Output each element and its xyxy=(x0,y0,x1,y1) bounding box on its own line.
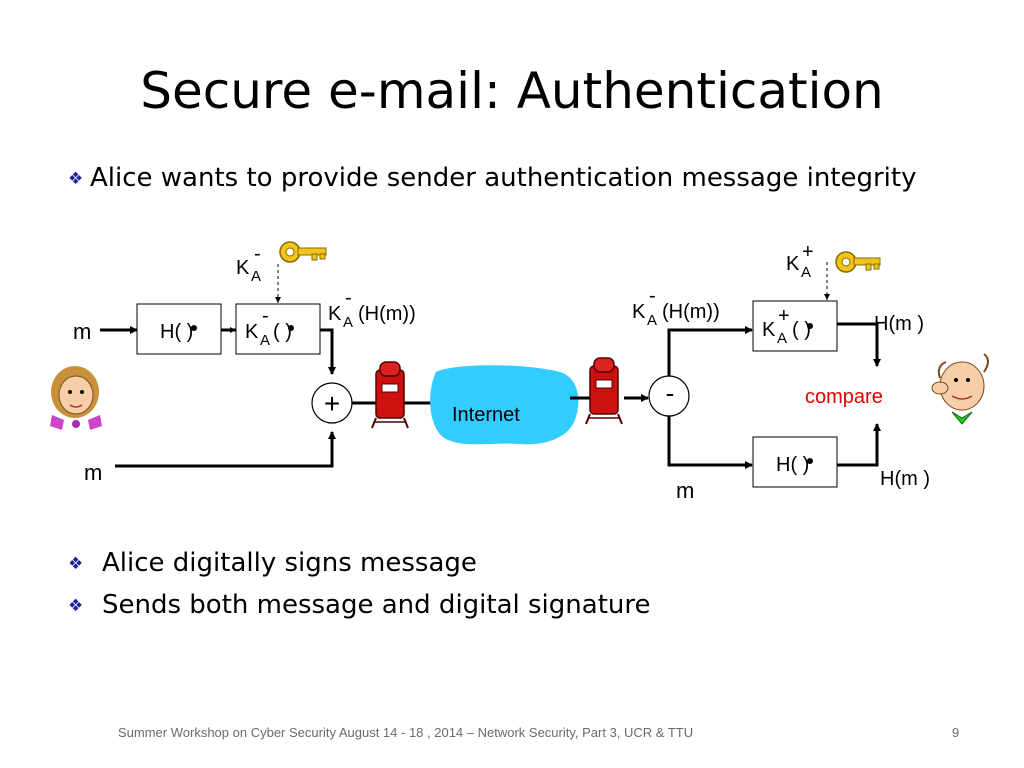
signed-hash-label-left: K xyxy=(328,303,342,325)
mailbox-icon xyxy=(371,361,409,429)
internet-cloud: Internet xyxy=(430,365,579,445)
signed-hash-left-paren: (H(m)) xyxy=(358,303,416,325)
hash-box-bob: H( ) xyxy=(752,436,838,488)
svg-text:A: A xyxy=(260,332,270,349)
svg-text:H( ): H( ) xyxy=(776,454,809,476)
m-label-right: m xyxy=(676,478,694,503)
hash-box-alice: H( ) xyxy=(136,303,222,355)
signed-hash-right-paren: (H(m)) xyxy=(662,301,720,323)
signed-hash-right-sup: - xyxy=(649,285,656,307)
svg-text:A: A xyxy=(777,330,787,347)
diamond-bullet-icon: ❖ xyxy=(68,169,84,189)
page-number: 9 xyxy=(952,725,960,740)
svg-text:K: K xyxy=(245,321,259,343)
signed-hash-left-sub: A xyxy=(343,314,353,331)
bullet-3-text: Sends both message and digital signature xyxy=(102,590,651,620)
diamond-bullet-icon: ❖ xyxy=(68,554,84,574)
slide-title: Secure e-mail: Authentication xyxy=(140,62,884,120)
private-key-icon xyxy=(279,241,327,263)
svg-text:( ): ( ) xyxy=(792,319,811,341)
bullet-1: ❖ Alice wants to provide sender authentic… xyxy=(68,163,917,193)
private-key-sign-box: K A - ( ) xyxy=(235,303,321,355)
bullet-1-text: Alice wants to provide sender authentica… xyxy=(90,163,917,193)
concatenate-symbol: + xyxy=(311,382,353,424)
m-label-bottom: m xyxy=(84,460,102,485)
private-key-sub: A xyxy=(251,268,261,285)
diamond-bullet-icon: ❖ xyxy=(68,596,84,616)
public-key-verify-box: K A + ( ) xyxy=(752,300,838,352)
bullet-2: ❖ Alice digitally signs message xyxy=(68,548,477,578)
h-m-label-top: H(m ) xyxy=(874,313,924,335)
signed-hash-label-right: K xyxy=(632,301,646,323)
signed-hash-right-sub: A xyxy=(647,312,657,329)
private-key-sup: - xyxy=(254,243,261,265)
h-m-label-bottom: H(m ) xyxy=(880,468,930,490)
public-key-sub: A xyxy=(801,264,811,281)
compare-label: compare xyxy=(805,386,883,408)
public-key-sup: + xyxy=(802,241,814,263)
alice-icon xyxy=(50,366,102,430)
svg-text:-: - xyxy=(666,378,675,408)
bullet-2-text: Alice digitally signs message xyxy=(102,548,477,578)
bob-icon xyxy=(931,353,989,425)
m-label-top: m xyxy=(73,319,91,344)
svg-text:+: + xyxy=(324,388,340,419)
bullet-3: ❖ Sends both message and digital signatur… xyxy=(68,590,650,620)
split-symbol: - xyxy=(648,375,690,417)
svg-text:-: - xyxy=(262,305,269,327)
public-key-label: K xyxy=(786,253,800,275)
signed-hash-left-sup: - xyxy=(345,287,352,309)
svg-text:Internet: Internet xyxy=(452,404,520,426)
private-key-label: K xyxy=(236,257,250,279)
slide-footer: Summer Workshop on Cyber Security August… xyxy=(118,725,694,740)
mailbox-icon xyxy=(585,357,623,425)
svg-text:K: K xyxy=(762,319,776,341)
svg-text:( ): ( ) xyxy=(273,321,292,343)
public-key-icon xyxy=(835,251,881,273)
svg-text:+: + xyxy=(778,305,790,327)
svg-text:H( ): H( ) xyxy=(160,321,193,343)
